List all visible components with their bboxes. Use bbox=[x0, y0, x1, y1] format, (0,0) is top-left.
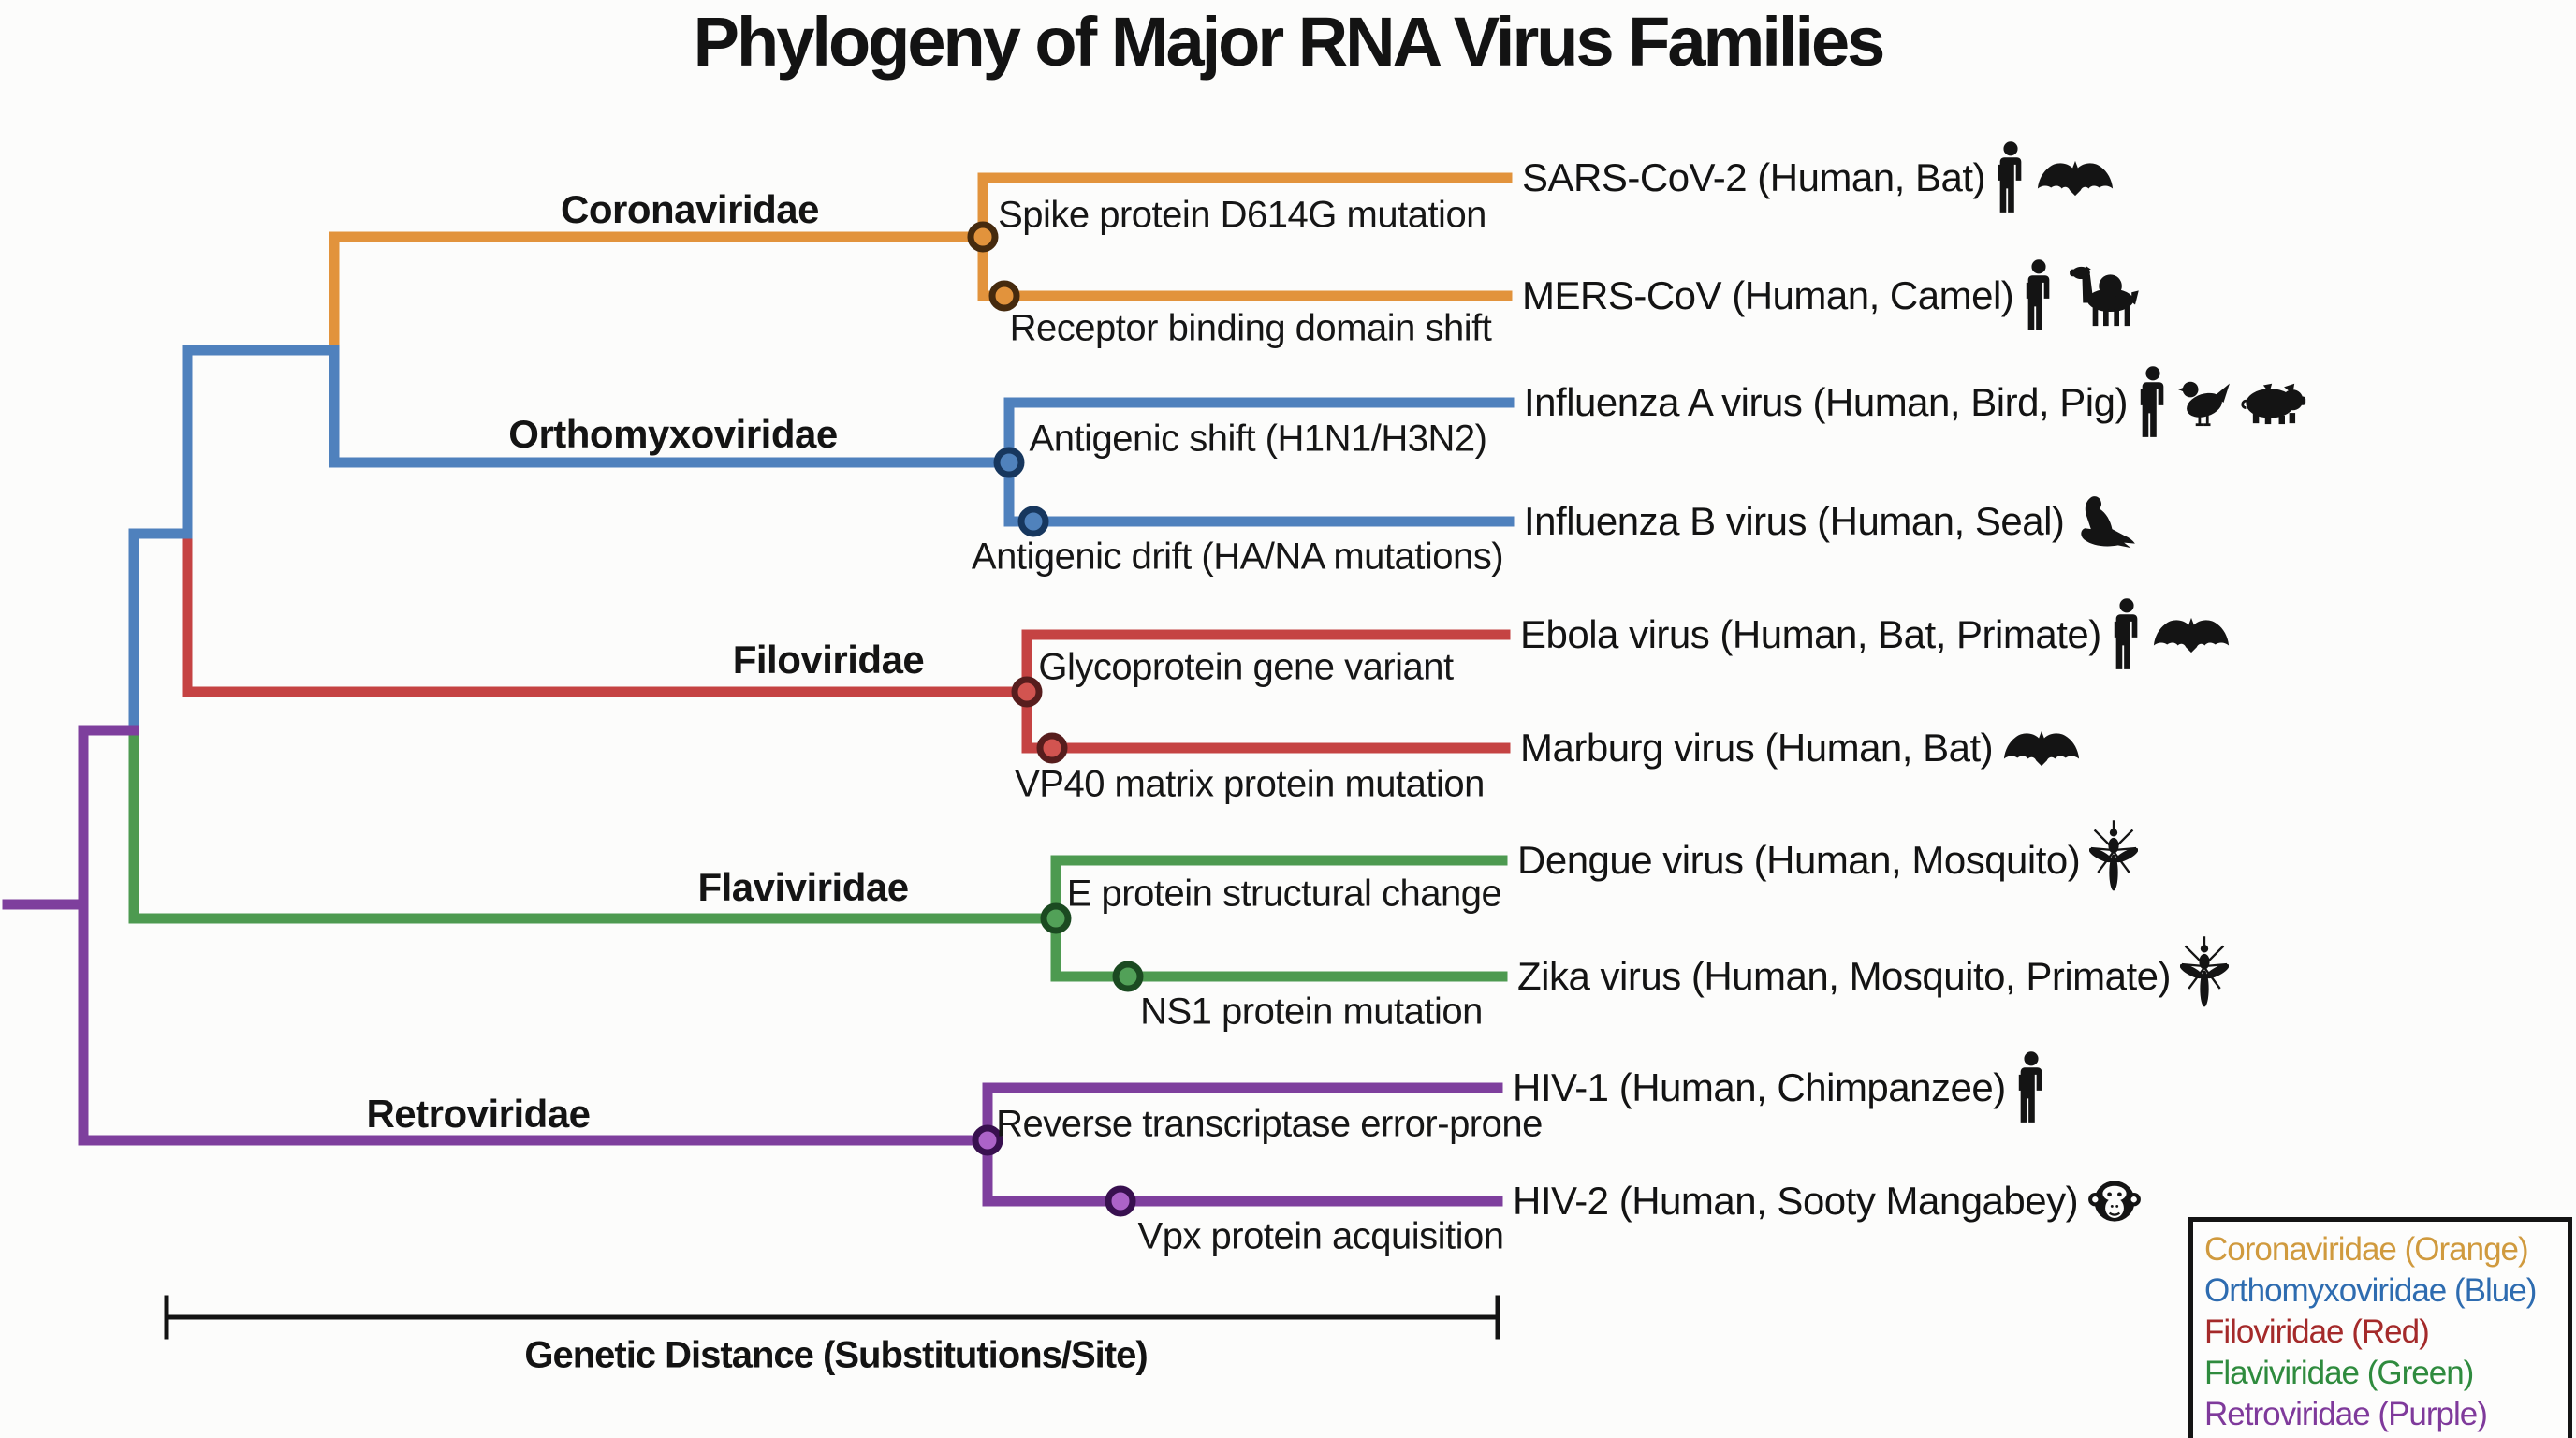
bird-icon bbox=[2178, 381, 2230, 427]
seal-icon bbox=[2081, 496, 2136, 549]
person-icon bbox=[2140, 366, 2164, 437]
taxon-row: MERS-CoV (Human, Camel) bbox=[1522, 258, 2143, 333]
taxon-label: Influenza B virus (Human, Seal) bbox=[1524, 499, 2065, 543]
bat-icon bbox=[2004, 730, 2080, 767]
taxon-row: SARS-CoV-2 (Human, Bat) bbox=[1522, 140, 2115, 215]
taxon-row: Influenza B virus (Human, Seal) bbox=[1524, 494, 2141, 549]
orthomyxoviridae-node-circle-0 bbox=[993, 447, 1025, 478]
bat-icon bbox=[2153, 617, 2229, 653]
flaviviridae-node-circle-1 bbox=[1112, 961, 1144, 992]
taxon-row: Influenza A virus (Human, Bird, Pig) bbox=[1524, 365, 2307, 440]
annotation-label: Antigenic shift (H1N1/H3N2) bbox=[1029, 418, 1487, 460]
coronaviridae-node-circle-1 bbox=[988, 280, 1020, 312]
taxon-row: Ebola virus (Human, Bat, Primate) bbox=[1520, 597, 2231, 672]
coronaviridae-node-circle-0 bbox=[967, 221, 999, 253]
mosquito-icon bbox=[2180, 936, 2230, 1007]
taxon-label: Ebola virus (Human, Bat, Primate) bbox=[1520, 612, 2101, 656]
mosquito-icon bbox=[2089, 820, 2139, 891]
page-title: Phylogeny of Major RNA Virus Families bbox=[693, 3, 1886, 81]
legend-item-flaviviridae: Flaviviridae (Green) bbox=[2204, 1355, 2474, 1391]
filoviridae-node-circle-1 bbox=[1036, 732, 1068, 764]
pig-icon bbox=[2241, 383, 2306, 425]
bat-icon bbox=[2037, 160, 2114, 197]
taxon-label: Influenza A virus (Human, Bird, Pig) bbox=[1524, 380, 2128, 424]
monkey-icon bbox=[2088, 1181, 2142, 1222]
annotation-label: Glycoprotein gene variant bbox=[1038, 646, 1454, 688]
retroviridae-node-circle-1 bbox=[1105, 1185, 1136, 1217]
family-label-filoviridae: Filoviridae bbox=[732, 638, 925, 682]
annotation-label: Receptor binding domain shift bbox=[1009, 307, 1492, 349]
family-label-coronaviridae: Coronaviridae bbox=[561, 187, 819, 231]
family-label-orthomyxoviridae: Orthomyxoviridae bbox=[508, 412, 838, 456]
annotation-label: Antigenic drift (HA/NA mutations) bbox=[971, 536, 1504, 578]
family-label-flaviviridae: Flaviviridae bbox=[697, 865, 909, 909]
taxon-label: Marburg virus (Human, Bat) bbox=[1520, 726, 1994, 770]
annotation-label: E protein structural change bbox=[1066, 873, 1502, 915]
family-label-retroviridae: Retroviridae bbox=[366, 1092, 591, 1136]
legend-item-retroviridae: Retroviridae (Purple) bbox=[2204, 1396, 2488, 1432]
taxon-row: Dengue virus (Human, Mosquito) bbox=[1517, 818, 2139, 902]
taxon-label: SARS-CoV-2 (Human, Bat) bbox=[1522, 155, 1986, 199]
legend-box: Coronaviridae (Orange) Orthomyxoviridae … bbox=[2188, 1217, 2572, 1438]
annotation-label: VP40 matrix protein mutation bbox=[1015, 763, 1485, 805]
annotation-label: Vpx protein acquisition bbox=[1137, 1215, 1504, 1257]
annotation-label: NS1 protein mutation bbox=[1140, 990, 1483, 1033]
orthomyxoviridae-node-circle-1 bbox=[1017, 506, 1049, 537]
taxon-label: MERS-CoV (Human, Camel) bbox=[1522, 273, 2014, 317]
scale-bar-label: Genetic Distance (Substitutions/Site) bbox=[524, 1334, 1148, 1376]
legend-item-coronaviridae: Coronaviridae (Orange) bbox=[2204, 1231, 2529, 1268]
retroviridae-node-circle-0 bbox=[972, 1124, 1003, 1156]
annotation-label: Reverse transcriptase error-prone bbox=[996, 1103, 1543, 1145]
taxon-label: Zika virus (Human, Mosquito, Primate) bbox=[1517, 954, 2172, 998]
taxon-label: HIV-2 (Human, Sooty Mangabey) bbox=[1513, 1179, 2079, 1223]
annotation-label: Spike protein D614G mutation bbox=[998, 194, 1486, 236]
person-icon bbox=[1998, 141, 2022, 213]
flaviviridae-node-circle-0 bbox=[1040, 902, 1072, 934]
camel-icon bbox=[2070, 265, 2140, 327]
person-icon bbox=[2027, 259, 2050, 330]
person-icon bbox=[2114, 598, 2138, 669]
taxon-label: HIV-1 (Human, Chimpanzee) bbox=[1513, 1065, 2006, 1109]
taxon-row: HIV-1 (Human, Chimpanzee) bbox=[1513, 1050, 2047, 1125]
taxon-row: Zika virus (Human, Mosquito, Primate) bbox=[1517, 934, 2230, 1019]
taxon-row: HIV-2 (Human, Sooty Mangabey) bbox=[1513, 1176, 2142, 1226]
taxon-row: Marburg virus (Human, Bat) bbox=[1520, 726, 2081, 770]
legend-item-filoviridae: Filoviridae (Red) bbox=[2204, 1313, 2430, 1350]
filoviridae-node-circle-0 bbox=[1011, 676, 1043, 708]
person-icon bbox=[2018, 1051, 2042, 1123]
legend-item-orthomyxoviridae: Orthomyxoviridae (Blue) bbox=[2204, 1272, 2537, 1309]
taxon-label: Dengue virus (Human, Mosquito) bbox=[1517, 838, 2081, 882]
